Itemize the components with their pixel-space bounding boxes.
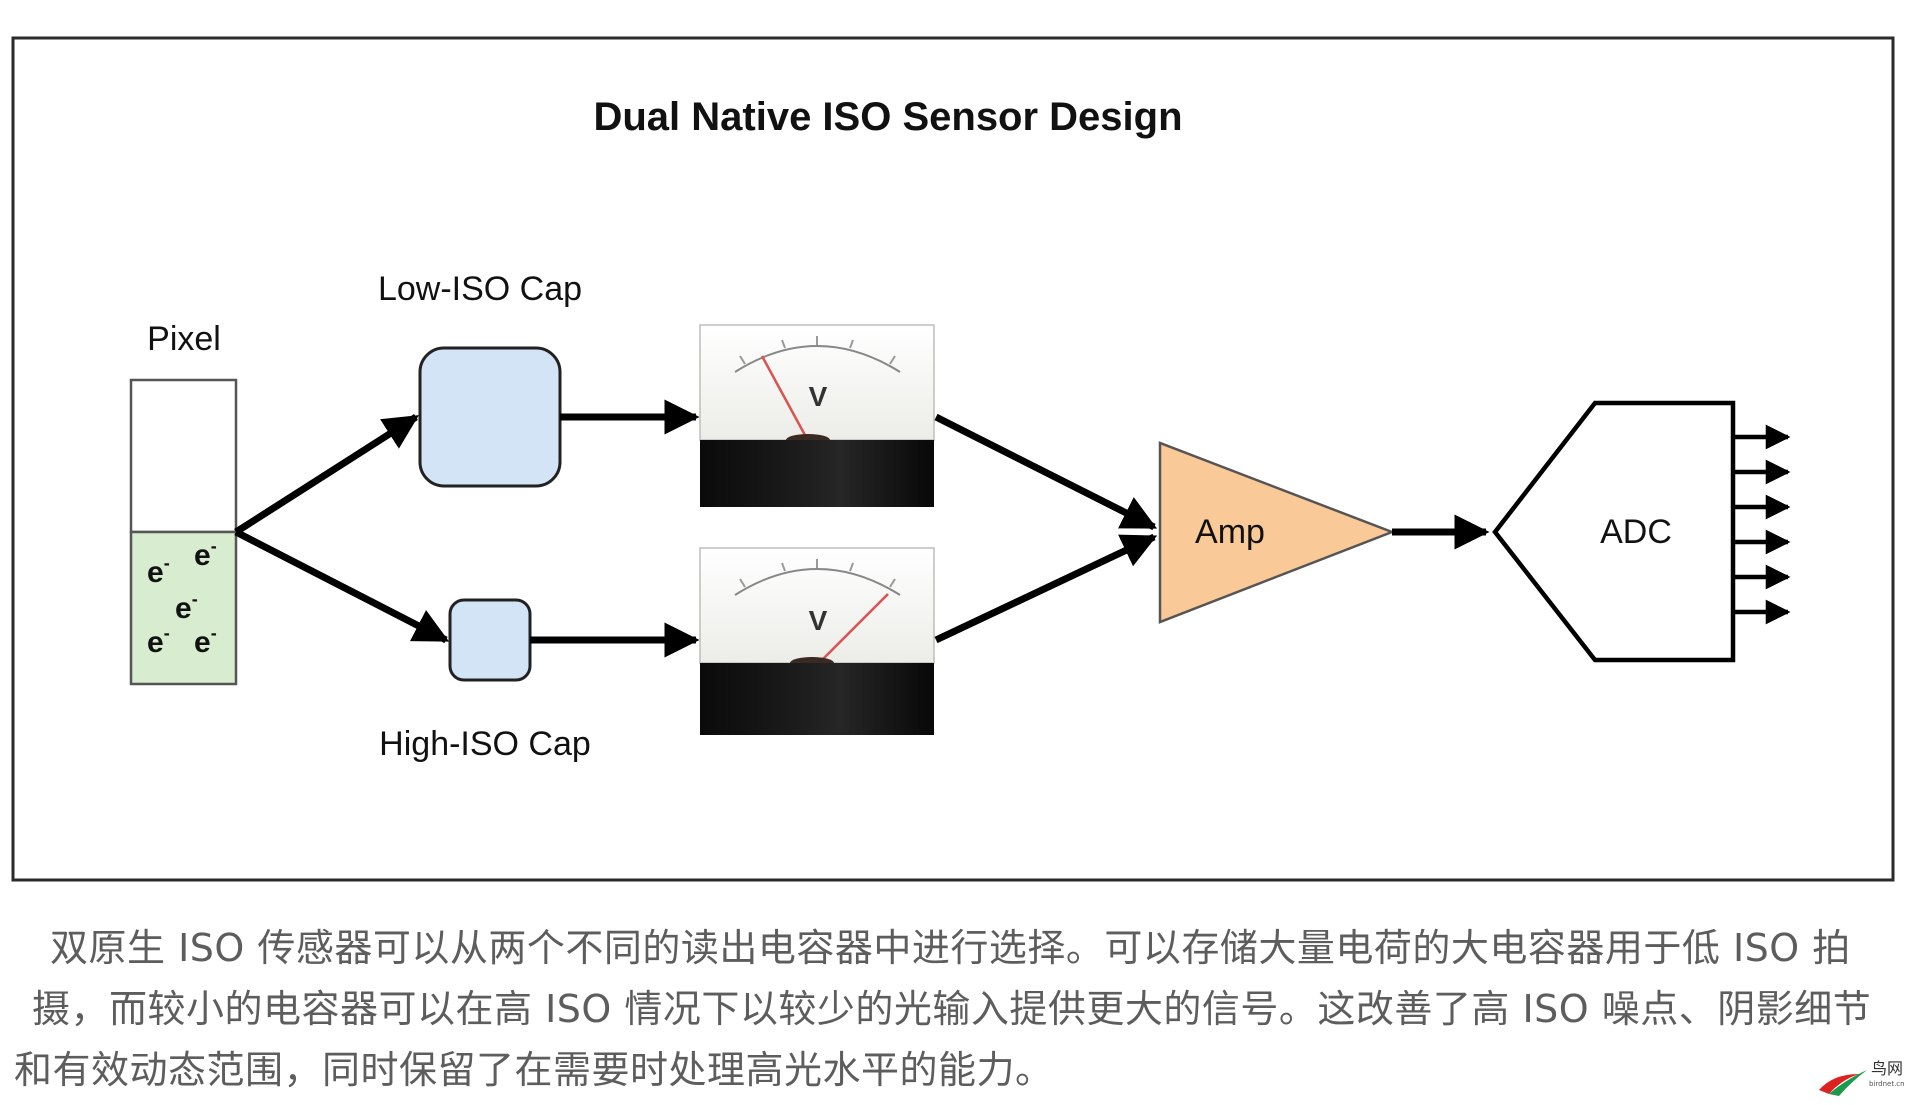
caption-line-3: 和有效动态范围，同时保留了在需要时处理高光水平的能力。 <box>14 1048 1054 1092</box>
high-iso-cap <box>448 598 532 682</box>
low-iso-cap <box>418 346 562 488</box>
caption-line-2: 摄，而较小的电容器可以在高 ISO 情况下以较少的光输入提供更大的信号。这改善了… <box>32 987 1872 1031</box>
adc-label: ADC <box>1600 513 1672 551</box>
electron-1: e- <box>147 553 170 589</box>
voltmeter-ticks <box>739 559 896 588</box>
voltmeter-needle <box>821 593 889 661</box>
watermark-subtext: birdnet.cn <box>1869 1080 1905 1088</box>
swoosh-logo-icon <box>1819 1074 1859 1094</box>
voltmeter-scale-arc <box>734 345 901 373</box>
voltmeter-low-iso: V <box>699 324 935 507</box>
watermark-text: 鸟网 <box>1871 1059 1903 1078</box>
voltmeter-base <box>700 440 934 507</box>
adc-block <box>1492 400 1736 663</box>
pixel-label: Pixel <box>147 320 221 358</box>
pixel-block: e- e- e- e- e- <box>129 378 238 686</box>
voltmeter-label: V <box>809 605 828 636</box>
arrow-meter-high-to-amp <box>934 533 1158 644</box>
amplifier-label: Amp <box>1195 513 1265 551</box>
adc-output-arrows <box>1733 424 1791 625</box>
watermark-logo: 鸟网 birdnet.cn <box>1819 1059 1905 1096</box>
electron-5: e- <box>194 623 217 659</box>
high-iso-cap-label: High-ISO Cap <box>379 725 591 763</box>
figure-caption: 双原生 ISO 传感器可以从两个不同的读出电容器中进行选择。可以存储大量电荷的大… <box>14 918 1904 1101</box>
pixel-well-charge <box>129 530 238 686</box>
electron-group: e- e- e- e- e- <box>147 536 217 659</box>
voltmeter-label: V <box>809 381 828 412</box>
diagram-title: Dual Native ISO Sensor Design <box>593 95 1182 139</box>
voltmeter-ticks <box>739 336 896 365</box>
voltmeter-needle <box>760 355 808 438</box>
voltmeter-base <box>700 663 934 735</box>
low-iso-cap-label: Low-ISO Cap <box>378 270 582 308</box>
voltmeter-high-iso: V <box>699 547 935 735</box>
caption-line-1: 双原生 ISO 传感器可以从两个不同的读出电容器中进行选择。可以存储大量电荷的大… <box>50 926 1851 970</box>
amplifier-triangle <box>1158 441 1396 624</box>
electron-2: e- <box>194 536 217 572</box>
electron-4: e- <box>147 623 170 659</box>
arrow-meter-low-to-amp <box>934 413 1158 531</box>
electron-3: e- <box>175 589 198 625</box>
arrow-pixel-to-high-cap <box>234 528 450 644</box>
pixel-well-empty <box>129 378 238 534</box>
voltmeter-scale-arc <box>734 568 901 596</box>
arrow-pixel-to-low-cap <box>234 414 419 535</box>
